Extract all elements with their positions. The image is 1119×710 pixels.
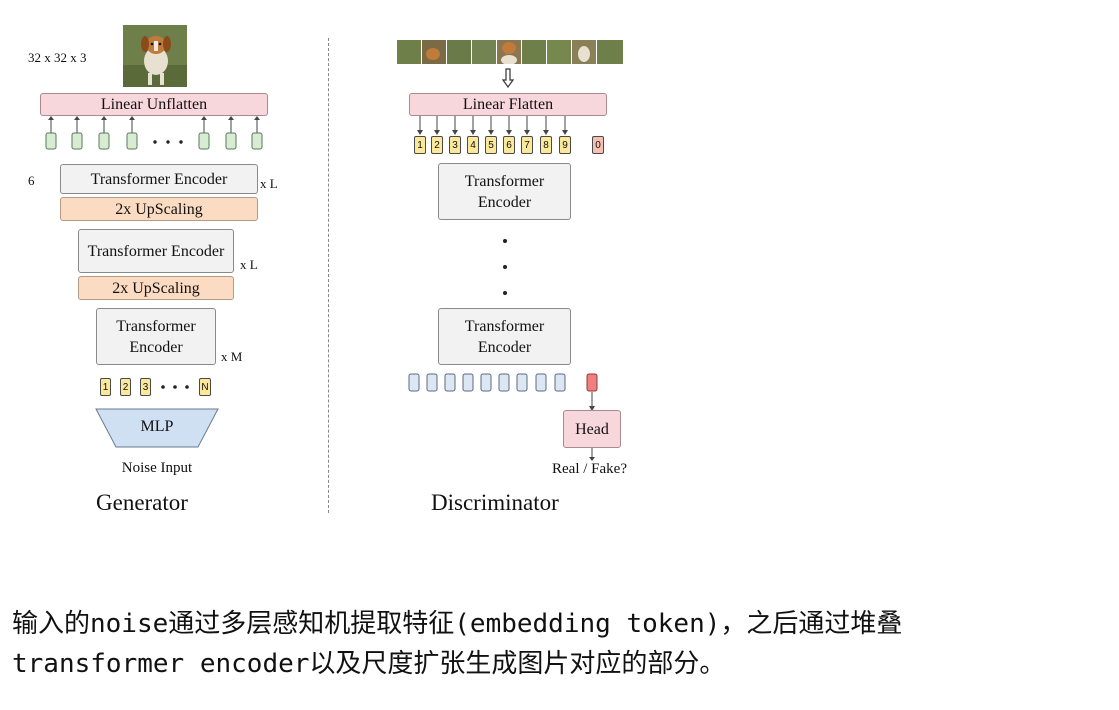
mlp-label: MLP bbox=[140, 418, 174, 435]
flatten-token-arrows bbox=[417, 116, 568, 135]
upscaling-box-2: 2x UpScaling bbox=[78, 276, 234, 300]
discriminator-output-tokens bbox=[408, 373, 598, 392]
generator-encoder-3: Transformer Encoder bbox=[96, 308, 216, 365]
divider bbox=[328, 38, 329, 513]
head-output-arrow bbox=[589, 448, 595, 461]
generator-token: 2 bbox=[120, 378, 131, 396]
discriminator-token: 5 bbox=[485, 136, 497, 154]
caption: 输入的noise通过多层感知机提取特征(embedding token)，之后通… bbox=[12, 604, 1112, 684]
noise-input-label: Noise Input bbox=[121, 460, 193, 476]
linear-unflatten-box: Linear Unflatten bbox=[40, 93, 268, 116]
generator-output-tokens bbox=[45, 116, 263, 150]
head-box: Head bbox=[563, 410, 621, 448]
discriminator-token: 6 bbox=[503, 136, 515, 154]
generator-title: Generator bbox=[96, 490, 188, 515]
down-arrow-icon bbox=[501, 68, 515, 88]
linear-flatten-box: Linear Flatten bbox=[409, 93, 607, 116]
vertical-ellipsis bbox=[503, 239, 507, 295]
repeat-label-2: x L bbox=[240, 257, 258, 272]
discriminator-token: 9 bbox=[559, 136, 571, 154]
caption-line-2: transformer encoder以及尺度扩张生成图片对应的部分。 bbox=[12, 649, 726, 679]
generator-token-ellipsis bbox=[161, 385, 189, 389]
upscaling-box-1: 2x UpScaling bbox=[60, 197, 258, 221]
generator-token: 1 bbox=[100, 378, 111, 396]
image-patches bbox=[397, 40, 623, 64]
cls-token: 0 bbox=[592, 136, 604, 154]
generator-token: N bbox=[199, 378, 211, 396]
discriminator-token: 7 bbox=[521, 136, 533, 154]
discriminator-encoder-1: Transformer Encoder bbox=[438, 163, 571, 220]
caption-line-1: 输入的noise通过多层感知机提取特征(embedding token)，之后通… bbox=[12, 609, 903, 639]
discriminator-token: 3 bbox=[449, 136, 461, 154]
discriminator-title: Discriminator bbox=[431, 490, 559, 515]
generator-encoder-2: Transformer Encoder bbox=[78, 229, 234, 273]
mlp-trapezoid bbox=[95, 408, 219, 448]
dog-image bbox=[123, 25, 187, 87]
generator-encoder-1: Transformer Encoder bbox=[60, 164, 258, 194]
discriminator-token: 2 bbox=[431, 136, 443, 154]
discriminator-token: 8 bbox=[540, 136, 552, 154]
discriminator-token: 4 bbox=[467, 136, 479, 154]
discriminator-token: 1 bbox=[414, 136, 426, 154]
side-number-label: 6 bbox=[28, 173, 35, 188]
discriminator-encoder-2: Transformer Encoder bbox=[438, 308, 571, 365]
cls-to-head-arrow bbox=[589, 392, 595, 411]
generator-token: 3 bbox=[140, 378, 151, 396]
image-dimensions-label: 32 x 32 x 3 bbox=[28, 50, 87, 65]
real-fake-label: Real / Fake? bbox=[552, 461, 627, 477]
repeat-label-3: x M bbox=[221, 349, 243, 364]
repeat-label-1: x L bbox=[260, 176, 278, 191]
